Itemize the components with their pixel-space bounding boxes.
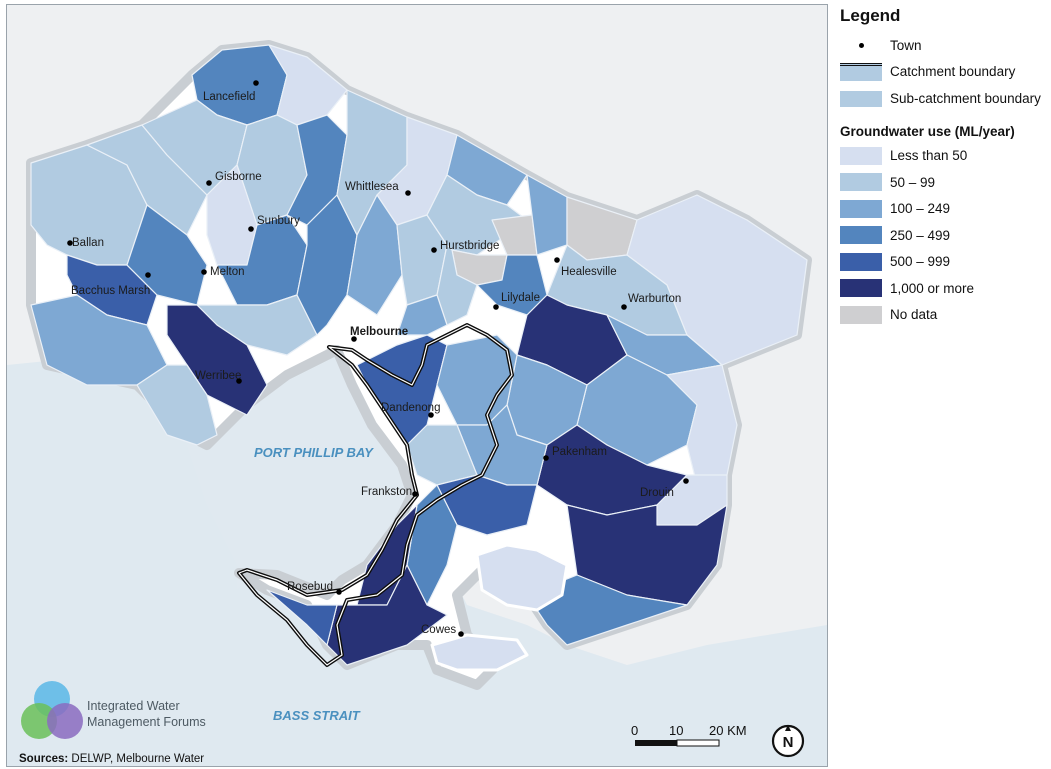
legend-class-label: 100 – 249 [890,201,951,217]
town-label[interactable]: Rosebud [287,581,333,593]
town-label[interactable]: Melton [210,266,245,278]
subcatchment-boundary-swatch [840,89,882,108]
legend-class-row: 500 – 999 [840,249,1045,276]
legend-class-label: 500 – 999 [890,254,951,270]
town-label[interactable]: Frankston [361,486,412,498]
town-label[interactable]: Dandenong [381,402,440,414]
legend-class-swatch [840,226,882,245]
legend-class-row: 1,000 or more [840,275,1045,302]
town-label[interactable]: Drouin [640,487,674,499]
catchment-boundary-swatch [840,62,882,81]
subcatchment[interactable] [266,589,338,646]
subcatchment[interactable] [136,364,218,446]
subcatchment[interactable] [476,254,548,316]
scale-tick-20: 20 KM [709,723,747,738]
scale-tick-0: 0 [631,723,638,738]
legend-town-label: Town [890,37,922,53]
subcatchment[interactable] [396,294,448,336]
french-island[interactable] [475,543,569,612]
sources-credit: Sources: DELWP, Melbourne Water [19,753,204,765]
legend-class-swatch [840,146,882,165]
legend-class-row: 50 – 99 [840,169,1045,196]
phillip-island[interactable] [430,633,529,672]
legend-class-swatch [840,252,882,271]
logo-line-1: Integrated Water [87,699,180,713]
north-arrow-icon: N [771,724,805,758]
town-label[interactable]: Werribee [195,370,241,382]
bass-strait-label: BASS STRAIT [273,708,361,723]
legend-class-row: No data [840,302,1045,329]
legend-class-swatch [840,173,882,192]
town-label[interactable]: Warburton [628,293,681,305]
town-label[interactable]: Whittlesea [345,181,399,193]
subcatchment[interactable] [326,564,448,666]
logo-text: Integrated Water Management Forums [87,698,206,730]
subcatchment[interactable] [526,174,568,256]
legend-class-label: 1,000 or more [890,280,975,296]
town-label[interactable]: Sunbury [257,215,300,227]
legend-class-label: 50 – 99 [890,174,936,190]
legend-class-row: 100 – 249 [840,196,1045,223]
legend-catchment-label: Catchment boundary [890,64,1016,80]
legend-subcatchment-boundary: Sub-catchment boundary [840,85,1045,112]
sources-label: Sources: [19,753,69,765]
legend-class-label: No data [890,307,938,323]
town-label[interactable]: Gisborne [215,171,262,183]
town-label[interactable]: Hurstbridge [440,240,499,252]
scale-bar: 0 10 20 KM [631,723,747,747]
legend-class-swatch [840,279,882,298]
town-label[interactable]: Bacchus Marsh [71,285,150,297]
legend-subcatchment-label: Sub-catchment boundary [890,90,1041,106]
north-label: N [783,734,794,751]
legend-town: Town [840,32,1045,59]
town-label[interactable]: Healesville [561,266,617,278]
legend-class-label: Less than 50 [890,148,968,164]
logo-line-2: Management Forums [87,715,206,729]
town-label[interactable]: Ballan [72,237,104,249]
legend-groundwater-title: Groundwater use (ML/year) [840,123,1015,139]
towns: Lancefield Gisborne Sunbury Ballan Melto… [67,80,689,637]
legend-class-swatch [840,305,882,324]
town-label[interactable]: Melbourne [350,326,408,338]
legend-class-row: Less than 50 [840,143,1045,170]
town-label[interactable]: Lilydale [501,292,540,304]
catchment-map[interactable]: PORT PHILLIP BAY BASS STRAIT Lancefield … [7,5,827,766]
town-label[interactable]: Lancefield [203,91,255,103]
subcatchment[interactable] [166,304,268,416]
legend-class-row: 250 – 499 [840,222,1045,249]
town-dot-icon [840,36,882,54]
subcatchment[interactable] [436,244,478,326]
catchment-boundary-inner [238,324,513,666]
subcatchment[interactable] [526,574,688,646]
town-label[interactable]: Cowes [421,624,456,636]
legend: Legend Town Catchment boundary Sub-catch… [840,6,1045,328]
port-phillip-bay-label: PORT PHILLIP BAY [254,445,374,460]
sources-text: DELWP, Melbourne Water [68,753,205,765]
legend-class-label: 250 – 499 [890,227,951,243]
town-label[interactable]: Pakenham [552,446,607,458]
map-frame: PORT PHILLIP BAY BASS STRAIT Lancefield … [6,4,828,767]
iwm-logo-icon [21,681,83,739]
legend-catchment-boundary: Catchment boundary [840,59,1045,86]
scale-tick-10: 10 [669,723,683,738]
groundwater-class-list: Less than 50 50 – 99 100 – 249 250 – 499 500… [840,143,1045,329]
legend-class-swatch [840,199,882,218]
legend-title: Legend [840,6,901,25]
